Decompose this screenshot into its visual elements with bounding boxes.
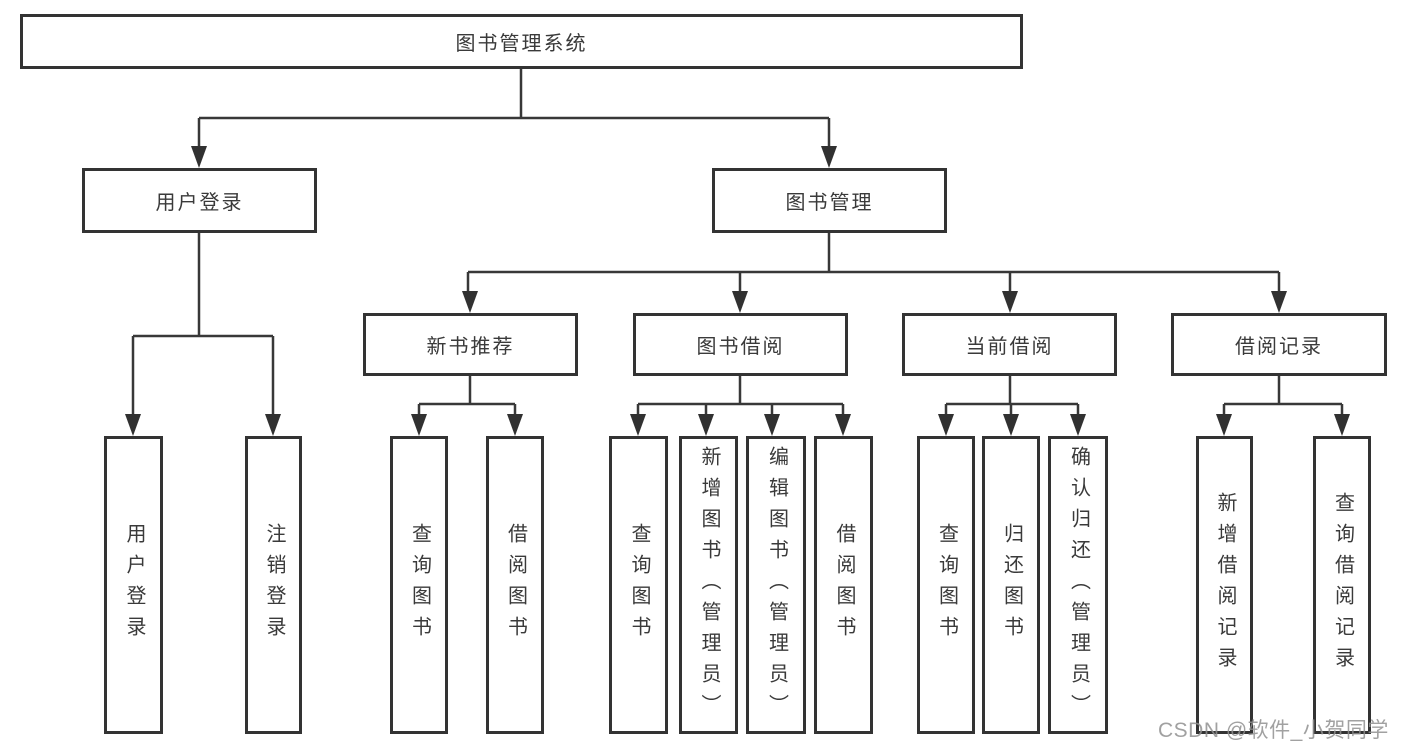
arrowhead (835, 414, 851, 436)
csdn-watermark: CSDN @软件_小贺同学 (1158, 719, 1389, 742)
node-user-login: 用户登录 (82, 168, 317, 233)
arrowhead (191, 146, 207, 168)
arrowhead (125, 414, 141, 436)
arrowhead (764, 414, 780, 436)
arrowhead (1334, 414, 1350, 436)
arrowhead (1271, 291, 1287, 313)
node-book-management: 图书管理 (712, 168, 947, 233)
leaf-label: 查询图书 (628, 523, 650, 647)
node-label: 用户登录 (155, 192, 244, 214)
node-root-system: 图书管理系统 (20, 14, 1023, 69)
node-borrow-records: 借阅记录 (1171, 313, 1387, 376)
leaf-label: 用户登录 (123, 523, 145, 647)
arrowhead (1002, 291, 1018, 313)
leaf-edit-books-admin: 编辑图书（管理员） (746, 436, 806, 734)
leaf-query-books-borrow: 查询图书 (609, 436, 668, 734)
leaf-query-books-recommend: 查询图书 (390, 436, 448, 734)
connector-root-to-level2 (197, 69, 831, 150)
node-new-book-recommend: 新书推荐 (363, 313, 578, 376)
leaf-confirm-return-admin: 确认归还（管理员） (1048, 436, 1108, 734)
leaf-label: 借阅图书 (833, 523, 855, 647)
connector-records-to-leaves (1222, 376, 1344, 418)
node-book-borrow: 图书借阅 (633, 313, 848, 376)
node-current-borrow: 当前借阅 (902, 313, 1117, 376)
arrowhead (1070, 414, 1086, 436)
arrowhead (821, 146, 837, 168)
arrowhead (732, 291, 748, 313)
leaf-label: 注销登录 (263, 523, 285, 647)
node-label: 图书借阅 (696, 336, 785, 358)
node-label: 图书管理 (785, 192, 874, 214)
leaf-borrow-books-recommend: 借阅图书 (486, 436, 544, 734)
leaf-label: 新增借阅记录 (1214, 492, 1236, 678)
leaf-label: 新增图书（管理员） (698, 445, 720, 725)
leaf-user-login: 用户登录 (104, 436, 163, 734)
node-label: 新书推荐 (426, 336, 515, 358)
node-label: 当前借阅 (965, 336, 1054, 358)
leaf-label: 确认归还（管理员） (1067, 445, 1090, 725)
arrowhead (265, 414, 281, 436)
node-label: 图书管理系统 (455, 33, 588, 55)
leaf-query-borrow-record: 查询借阅记录 (1313, 436, 1371, 734)
connector-user-login-to-leaves (131, 233, 275, 418)
connector-recommend-to-leaves (417, 376, 517, 418)
node-label: 借阅记录 (1235, 336, 1323, 358)
leaf-add-books-admin: 新增图书（管理员） (679, 436, 738, 734)
leaf-label: 编辑图书（管理员） (765, 445, 788, 725)
leaf-label: 查询借阅记录 (1331, 492, 1354, 678)
leaf-label: 查询图书 (935, 523, 958, 647)
leaf-label: 查询图书 (408, 523, 431, 647)
arrowhead (938, 414, 954, 436)
leaf-label: 归还图书 (1000, 523, 1023, 647)
leaf-add-borrow-record: 新增借阅记录 (1196, 436, 1253, 734)
leaf-logout: 注销登录 (245, 436, 302, 734)
arrowhead (1216, 414, 1232, 436)
leaf-label: 借阅图书 (504, 523, 527, 647)
arrowhead (1003, 414, 1019, 436)
arrowhead (630, 414, 646, 436)
arrowhead (698, 414, 714, 436)
connector-current-to-leaves (944, 376, 1080, 418)
arrowhead (411, 414, 427, 436)
connector-borrow-to-leaves (636, 376, 845, 418)
arrowhead (462, 291, 478, 313)
leaf-borrow-books: 借阅图书 (814, 436, 873, 734)
leaf-return-books: 归还图书 (982, 436, 1040, 734)
arrowhead (507, 414, 523, 436)
connector-book-management-to-level3 (466, 233, 1281, 295)
leaf-query-books-current: 查询图书 (917, 436, 975, 734)
